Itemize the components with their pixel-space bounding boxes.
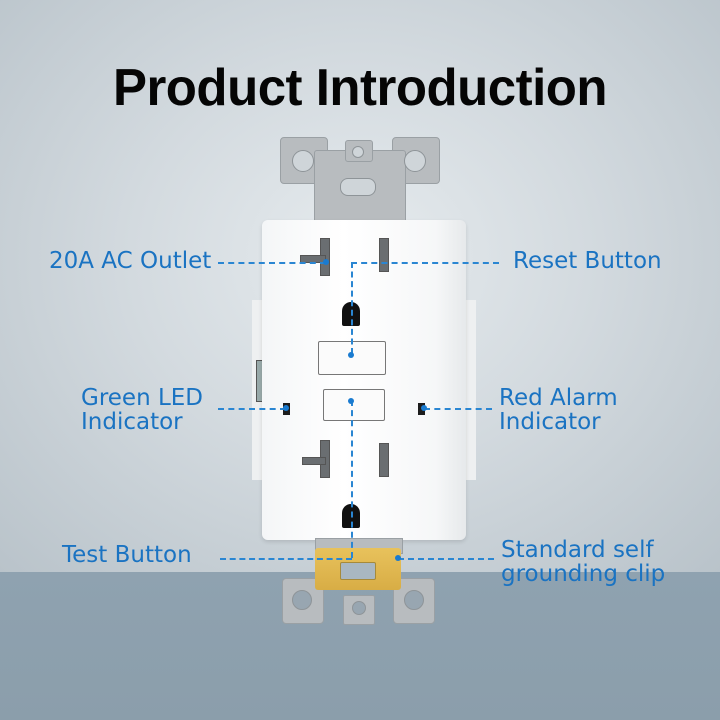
clip-leader-line: [398, 558, 494, 560]
outlet-body: [262, 220, 466, 540]
label-clip-line2: grounding clip: [501, 561, 666, 587]
label-20a-ac-outlet: 20A AC Outlet: [49, 248, 212, 274]
reset-pointer-dot: [348, 352, 354, 358]
green-led-leader-line: [218, 408, 286, 410]
label-clip-line1: Standard self: [501, 537, 654, 563]
label-test-button: Test Button: [62, 542, 192, 568]
upper-neutral-slot-icon: [379, 238, 389, 272]
lower-neutral-slot-icon: [379, 443, 389, 477]
mounting-hole-icon: [292, 590, 312, 610]
mounting-hole-icon: [404, 150, 426, 172]
label-red-alarm-line1: Red Alarm: [499, 385, 618, 411]
outlet-leader-line: [218, 262, 326, 264]
reset-vertical-line: [351, 262, 353, 354]
clip-hole-icon: [340, 562, 376, 580]
floor-reflection: [270, 630, 450, 710]
red-alarm-pointer-dot: [421, 405, 427, 411]
mounting-hole-icon: [404, 590, 424, 610]
test-button[interactable]: [323, 389, 385, 421]
outlet-pointer-dot: [323, 259, 329, 265]
label-green-led-line1: Green LED: [81, 385, 204, 411]
test-vertical-line: [351, 400, 353, 558]
mounting-hole-icon: [352, 146, 364, 158]
red-alarm-leader-line: [424, 408, 492, 410]
label-green-led-line2: Indicator: [81, 409, 183, 435]
test-leader-line: [220, 558, 352, 560]
page-title: Product Introduction: [112, 59, 608, 117]
clip-pointer-dot: [395, 555, 401, 561]
reset-leader-line: [351, 262, 499, 264]
mounting-slot-icon: [340, 178, 376, 196]
lower-t-slot-icon: [302, 457, 326, 465]
green-led-pointer-dot: [283, 405, 289, 411]
mounting-hole-icon: [292, 150, 314, 172]
test-pointer-dot: [348, 398, 354, 404]
label-red-alarm-line2: Indicator: [499, 409, 601, 435]
mounting-hole-icon: [352, 601, 366, 615]
label-reset-button: Reset Button: [513, 248, 662, 274]
